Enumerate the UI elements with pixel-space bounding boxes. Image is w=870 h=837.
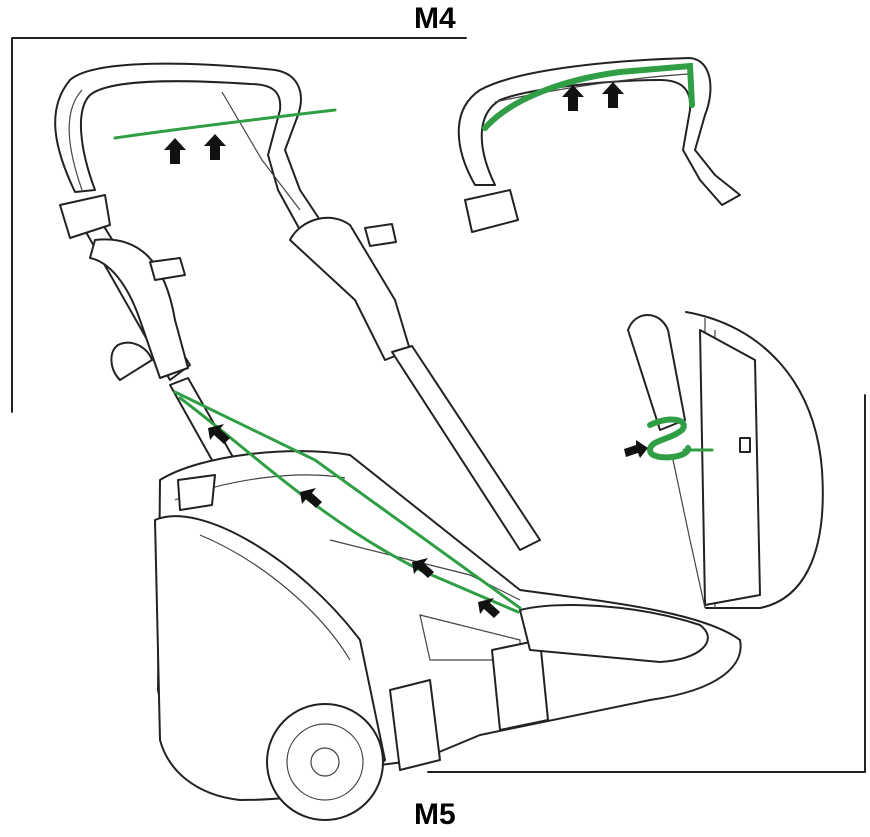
rear-wheel <box>266 703 384 821</box>
right-handle-bar <box>391 345 541 551</box>
direction-arrows <box>164 82 648 618</box>
handle-detail-illustration <box>457 57 741 233</box>
cable-route-detail <box>482 62 695 131</box>
arrow-upleft-icon <box>478 598 500 618</box>
step-label-m4: M4 <box>414 2 456 35</box>
arrow-right-icon <box>624 440 648 458</box>
mower-logo-badge <box>177 474 216 511</box>
left-lever <box>89 238 189 379</box>
cable-clip <box>110 341 153 381</box>
detail-handle-tube <box>627 314 686 431</box>
detail-clamp <box>464 189 519 233</box>
arrow-upleft-icon <box>300 488 322 508</box>
arrow-upleft-icon <box>412 558 434 578</box>
arrow-up-icon <box>562 85 584 111</box>
spring-detail-illustration <box>627 311 824 609</box>
side-plate <box>389 679 441 771</box>
mower-main-illustration <box>54 62 742 821</box>
left-clamp <box>59 194 111 239</box>
upper-handle <box>54 62 321 231</box>
arrow-up-icon <box>602 82 624 108</box>
cable-spring <box>646 416 714 461</box>
front-bracket <box>491 639 549 731</box>
arrow-upleft-icon <box>208 424 230 444</box>
front-cover <box>519 604 709 663</box>
arrow-up-icon <box>164 138 186 164</box>
cable-route-main <box>113 108 522 614</box>
step-label-m5: M5 <box>414 798 456 831</box>
arrow-up-icon <box>204 134 226 160</box>
bracket-frame <box>11 37 866 773</box>
left-knob <box>149 257 186 281</box>
right-knob <box>364 223 397 247</box>
